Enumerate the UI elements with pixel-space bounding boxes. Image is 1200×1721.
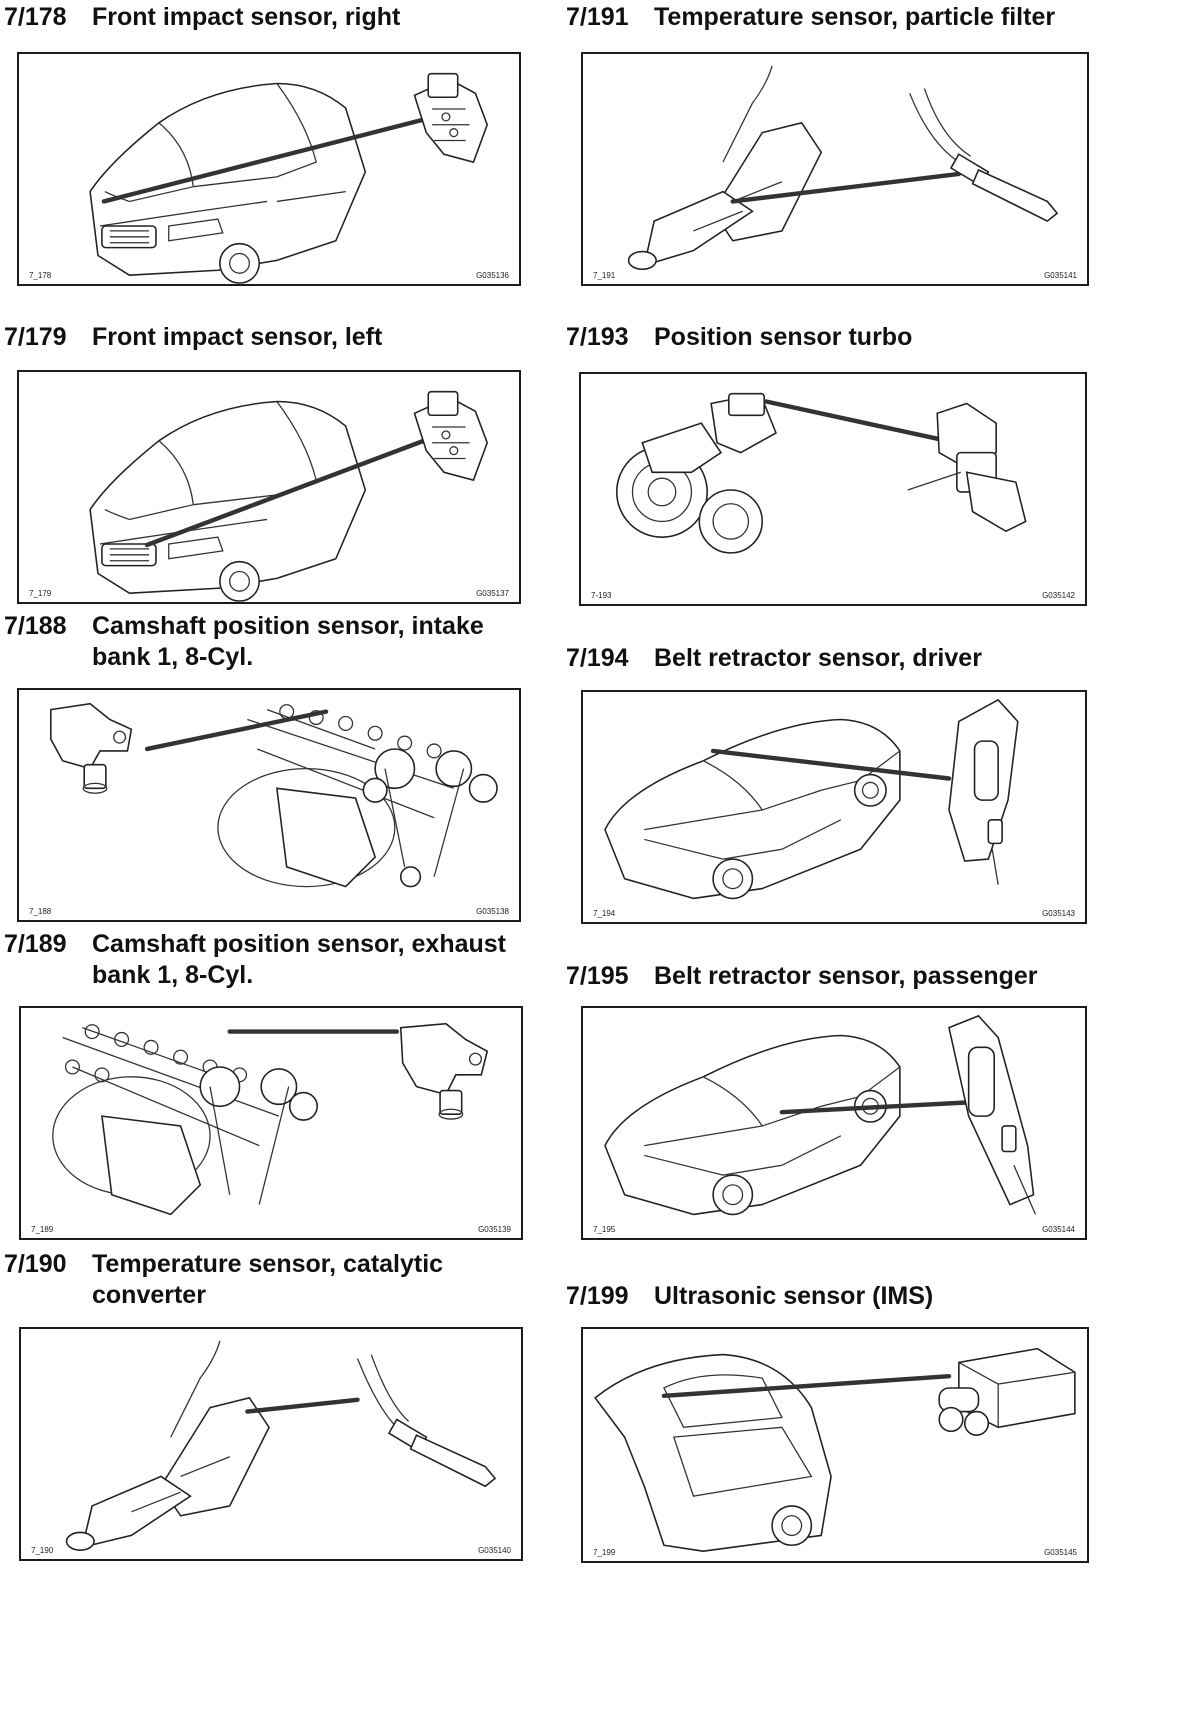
section-title: Temperature sensor, catalytic converter xyxy=(92,1250,444,1309)
impact-sensor-part xyxy=(413,390,489,482)
car-interior-illustration xyxy=(604,1014,1037,1216)
car-front-illustration xyxy=(89,390,489,602)
figure-reference: G035145 xyxy=(1044,1548,1077,1557)
illustration-panel: 7-193 G035142 xyxy=(579,372,1087,606)
section-title: Front impact sensor, left xyxy=(92,323,383,351)
figure-reference: G035136 xyxy=(476,271,509,280)
section-code: 7/194 xyxy=(566,644,629,672)
section-title: Position sensor turbo xyxy=(654,323,913,351)
ultrasonic-sensor-part xyxy=(938,1347,1076,1436)
section-heading: 7/179 Front impact sensor, left xyxy=(4,322,382,353)
section-code: 7/199 xyxy=(566,1282,629,1310)
section-heading: 7/199 Ultrasonic sensor (IMS) xyxy=(566,1281,933,1312)
illustration-panel: 7_190 G035140 xyxy=(19,1327,523,1561)
illustration-panel: 7_199 G035145 xyxy=(581,1327,1089,1563)
illustration-panel: 7_191 G035141 xyxy=(581,52,1089,286)
section-code: 7/178 xyxy=(4,3,67,31)
figure-number: 7_189 xyxy=(31,1225,54,1234)
section-heading: 7/178 Front impact sensor, right xyxy=(4,2,400,33)
figure-reference: G035141 xyxy=(1044,271,1077,280)
figure-reference: G035143 xyxy=(1042,909,1075,918)
section-heading: 7/189 Camshaft position sensor, exhaust … xyxy=(4,929,506,991)
illustration-panel: 7_195 G035144 xyxy=(581,1006,1087,1240)
section-code: 7/195 xyxy=(566,962,629,990)
turbocharger-illustration xyxy=(615,392,1027,554)
belt-retractor-part xyxy=(948,698,1019,885)
figure-reference: G035140 xyxy=(478,1546,511,1555)
engine-camshaft-illustration xyxy=(50,702,498,888)
illustration-panel: 7_179 G035137 xyxy=(17,370,521,604)
car-front-illustration xyxy=(89,72,489,284)
section-title: Belt retractor sensor, passenger xyxy=(654,962,1038,990)
exhaust-particle-filter-illustration xyxy=(627,65,1059,271)
section-heading: 7/193 Position sensor turbo xyxy=(566,322,912,353)
figure-number: 7_191 xyxy=(593,271,616,280)
figure-reference: G035138 xyxy=(476,907,509,916)
impact-sensor-part xyxy=(413,72,489,164)
section-code: 7/189 xyxy=(4,930,67,958)
belt-retractor-part xyxy=(948,1014,1037,1215)
section-title: Camshaft position sensor, intake bank 1,… xyxy=(92,612,484,671)
camshaft-sensor-part xyxy=(50,702,133,794)
figure-number: 7-193 xyxy=(591,591,612,600)
section-heading: 7/195 Belt retractor sensor, passenger xyxy=(566,961,1038,992)
section-code: 7/193 xyxy=(566,323,629,351)
section-code: 7/188 xyxy=(4,612,67,640)
temperature-sensor-part xyxy=(909,88,1059,223)
car-interior-illustration xyxy=(604,698,1019,900)
section-title: Temperature sensor, particle filter xyxy=(654,3,1056,31)
position-sensor-part xyxy=(907,402,1027,533)
section-title: Belt retractor sensor, driver xyxy=(654,644,982,672)
figure-number: 7_178 xyxy=(29,271,52,280)
figure-reference: G035137 xyxy=(476,589,509,598)
figure-number: 7_190 xyxy=(31,1546,54,1555)
illustration-panel: 7_178 G035136 xyxy=(17,52,521,286)
illustration-panel: 7_189 G035139 xyxy=(19,1006,523,1240)
camshaft-sensor-part xyxy=(399,1022,489,1120)
section-title: Front impact sensor, right xyxy=(92,3,401,31)
section-code: 7/190 xyxy=(4,1250,67,1278)
figure-number: 7_179 xyxy=(29,589,52,598)
car-ultrasonic-illustration xyxy=(594,1347,1076,1552)
section-code: 7/191 xyxy=(566,3,629,31)
engine-camshaft-illustration xyxy=(52,1022,489,1216)
section-heading: 7/191 Temperature sensor, particle filte… xyxy=(566,2,1055,33)
illustration-panel: 7_188 G035138 xyxy=(17,688,521,922)
figure-number: 7_195 xyxy=(593,1225,616,1234)
section-heading: 7/190 Temperature sensor, catalytic conv… xyxy=(4,1249,443,1311)
figure-reference: G035144 xyxy=(1042,1225,1075,1234)
section-code: 7/179 xyxy=(4,323,67,351)
exhaust-catalytic-converter-illustration xyxy=(65,1340,497,1551)
illustration-panel: 7_194 G035143 xyxy=(581,690,1087,924)
figure-reference: G035142 xyxy=(1042,591,1075,600)
figure-number: 7_194 xyxy=(593,909,616,918)
temperature-sensor-part xyxy=(356,1354,497,1488)
figure-reference: G035139 xyxy=(478,1225,511,1234)
section-heading: 7/194 Belt retractor sensor, driver xyxy=(566,643,982,674)
section-title: Camshaft position sensor, exhaust bank 1… xyxy=(92,930,506,989)
figure-number: 7_188 xyxy=(29,907,52,916)
figure-number: 7_199 xyxy=(593,1548,616,1557)
section-title: Ultrasonic sensor (IMS) xyxy=(654,1282,934,1310)
section-heading: 7/188 Camshaft position sensor, intake b… xyxy=(4,611,484,673)
